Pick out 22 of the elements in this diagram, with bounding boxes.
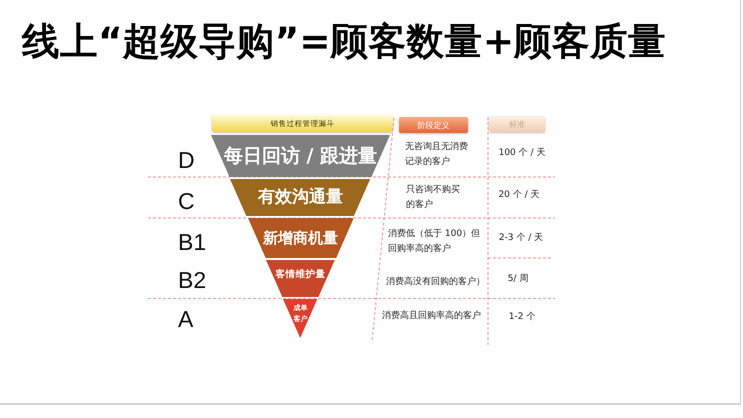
funnel-segment: 每日回访 / 跟进量	[211, 135, 390, 177]
level-letter: B2	[178, 266, 206, 294]
standard-value: 1-2 个	[508, 310, 536, 324]
level-letter: C	[178, 187, 195, 215]
funnel-segment: 新增商机量	[248, 218, 354, 258]
slide-title: 线上“超级导购”=顾客数量+顾客质量	[22, 18, 666, 65]
stage-definition: 消费高没有回购的客户）	[386, 276, 485, 289]
stage-definition: 消费低（低于 100）但回购率高的客户	[388, 228, 482, 256]
level-letter: D	[178, 146, 195, 174]
column-header: 阶段定义	[399, 117, 468, 133]
level-letter: A	[178, 305, 194, 333]
funnel-segment: 有效沟通量	[230, 179, 371, 216]
standard-value: 2-3 个 / 天	[498, 232, 544, 245]
level-letter: B1	[178, 228, 206, 256]
stage-definition: 只咨询不购买的客户	[406, 184, 461, 212]
funnel-segment: 客情维护量	[266, 260, 335, 297]
stage-definition: 无咨询且无消费记录的客户	[405, 140, 469, 169]
stage-definition: 消费高且回购率高的客户	[382, 310, 481, 323]
standard-value: 20 个 / 天	[498, 188, 540, 202]
standard-value: 100 个 / 天	[498, 146, 546, 160]
standard-value: 5/ 周	[508, 273, 528, 286]
column-header: 标准	[489, 116, 545, 132]
